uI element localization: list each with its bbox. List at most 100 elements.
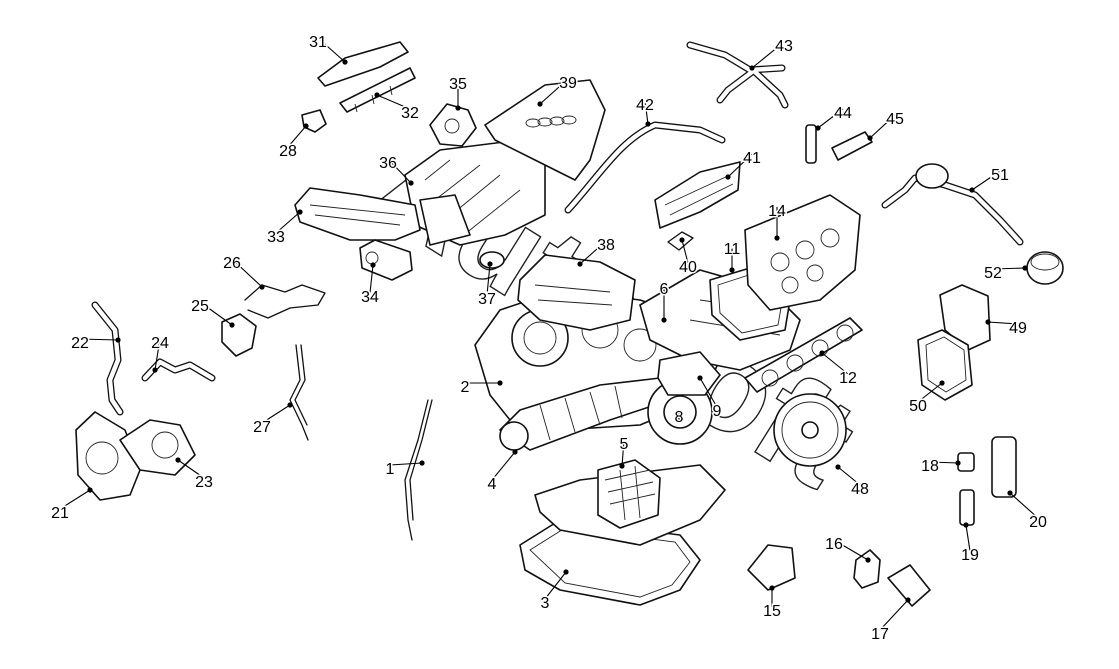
- callout-21: 21: [50, 487, 93, 524]
- callout-number: 8: [675, 409, 684, 426]
- leader-dot: [455, 105, 461, 111]
- part-49-mount: [939, 284, 991, 351]
- leader-line: [154, 338, 161, 371]
- callout-number: 52: [984, 265, 1002, 282]
- part-35-sensor: [429, 103, 477, 147]
- leader-line: [539, 78, 569, 105]
- leader-line: [369, 264, 374, 294]
- callout-number: 41: [743, 150, 761, 167]
- callout-19: 19: [960, 522, 981, 566]
- callout-17: 17: [870, 597, 911, 645]
- leader-line: [727, 153, 753, 178]
- leader-line: [544, 571, 567, 600]
- leader-line: [389, 462, 423, 466]
- part-19-sleeve: [959, 489, 975, 526]
- leader-line: [699, 377, 718, 408]
- leader-dot: [1022, 265, 1028, 271]
- callout-42: 42: [635, 96, 656, 127]
- leader-dot: [563, 569, 569, 575]
- callout-number: 38: [597, 237, 615, 254]
- callout-number: 32: [401, 105, 419, 122]
- leader-line: [275, 211, 301, 234]
- leader-dot: [408, 180, 414, 186]
- part-48-flywheel: [773, 393, 847, 467]
- callout-37: 37: [477, 261, 498, 310]
- part-50-cover: [917, 329, 973, 401]
- leader-dot: [497, 380, 503, 386]
- callout-5: 5: [618, 435, 630, 469]
- leader-dot: [661, 317, 667, 323]
- callout-49: 49: [985, 319, 1029, 339]
- leader-dot: [259, 284, 265, 290]
- leader-dot: [419, 460, 425, 466]
- callout-number: 34: [361, 289, 379, 306]
- callout-number: 24: [151, 335, 169, 352]
- callout-number: 1: [386, 461, 395, 478]
- callout-18: 18: [920, 457, 961, 477]
- callout-number: 37: [478, 291, 496, 308]
- part-18-bushing: [957, 452, 975, 472]
- part-36-intake-manifold: [404, 139, 546, 246]
- callout-number: 27: [253, 419, 271, 436]
- leader-line: [987, 321, 1019, 325]
- callout-50: 50: [908, 380, 945, 417]
- part-38-cylinder-head: [517, 254, 636, 331]
- callout-36: 36: [378, 154, 414, 186]
- callout-number: 35: [449, 76, 467, 93]
- callout-28: 28: [278, 123, 309, 162]
- callout-number: 25: [191, 298, 209, 315]
- leader-line: [199, 301, 233, 326]
- callout-number: 48: [851, 481, 869, 498]
- part-22-hose: [91, 301, 124, 416]
- leader-dot: [645, 121, 651, 127]
- callout-48: 48: [835, 464, 871, 500]
- callout-3: 3: [539, 569, 569, 614]
- callout-16: 16: [824, 535, 871, 563]
- callout-number: 11: [724, 241, 741, 258]
- callout-number: 45: [886, 111, 904, 128]
- callout-number: 5: [620, 436, 629, 453]
- leader-dot: [867, 135, 873, 141]
- part-44-spark-plug: [805, 124, 817, 164]
- callout-number: 2: [461, 379, 470, 396]
- callout-26: 26: [222, 254, 265, 290]
- callout-number: 12: [839, 370, 857, 387]
- leader-dot: [374, 92, 380, 98]
- callout-number: 23: [195, 474, 213, 491]
- leader-dot: [297, 209, 303, 215]
- part-1-dipstick-tube: [404, 399, 433, 541]
- leader-dot: [963, 522, 969, 528]
- part-25-pump: [221, 313, 257, 357]
- callout-23: 23: [175, 457, 215, 493]
- part-51-hose: [881, 163, 1024, 246]
- leader-dot: [619, 463, 625, 469]
- leader-dot: [749, 65, 755, 71]
- callout-number: 28: [279, 143, 297, 160]
- part-16-mount: [853, 549, 881, 589]
- callout-6: 6: [658, 280, 670, 323]
- leader-line: [817, 108, 844, 129]
- callout-40: 40: [678, 237, 699, 278]
- callout-number: 9: [713, 403, 722, 420]
- part-43-hose: [686, 41, 789, 109]
- part-27-pipe: [289, 344, 309, 441]
- callout-number: 20: [1029, 514, 1047, 531]
- leader-line: [177, 459, 205, 479]
- leader-line: [287, 125, 307, 148]
- callout-44: 44: [815, 104, 854, 131]
- callout-14: 14: [767, 202, 788, 241]
- leader-dot: [287, 402, 293, 408]
- leader-dot: [229, 322, 235, 328]
- leader-dot: [303, 123, 309, 129]
- leader-line: [837, 466, 861, 486]
- leader-line: [644, 100, 649, 125]
- leader-line: [317, 37, 346, 63]
- part-39-engine-cover: [484, 79, 606, 181]
- leader-line: [491, 451, 516, 481]
- leader-dot: [115, 337, 121, 343]
- part-9-timing-cover: [657, 351, 721, 396]
- callout-35: 35: [448, 75, 469, 111]
- callout-24: 24: [150, 334, 171, 373]
- part-31-cover: [317, 41, 409, 87]
